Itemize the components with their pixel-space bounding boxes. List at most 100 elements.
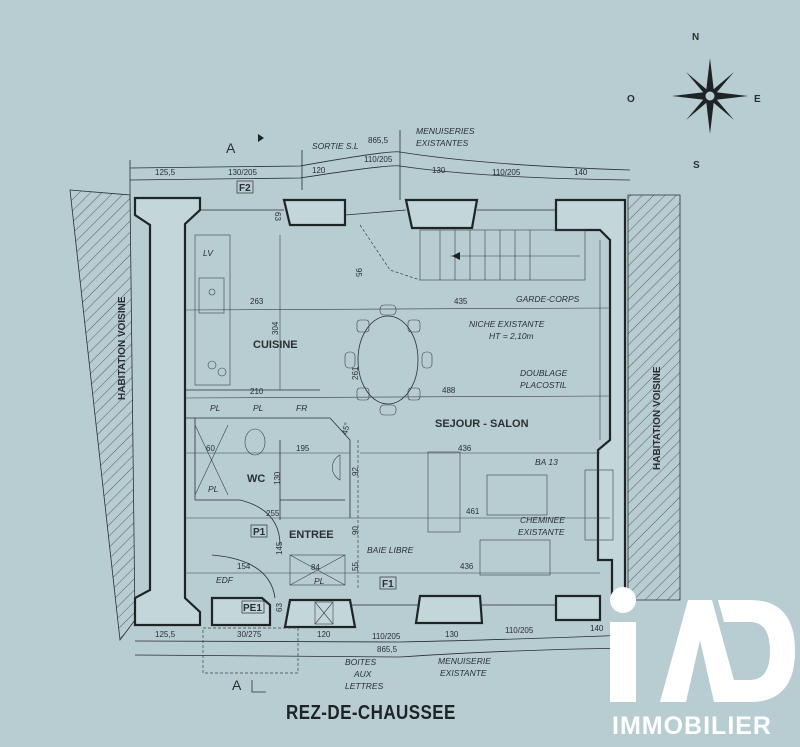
room-label-entrance: ENTREE (289, 529, 334, 541)
compass-north: N (692, 32, 699, 43)
neighbor-right-label: HABITATION VOISINE (652, 366, 663, 470)
sofas (427, 451, 614, 576)
dim-label: 84 (311, 563, 320, 572)
dim-total: 865,5 (377, 645, 398, 654)
opening-pe1: PE1 (243, 603, 262, 614)
dim-label: 130 (273, 471, 282, 485)
dim-label: 120 (312, 166, 326, 175)
annotation-garde-corps: GARDE-CORPS (516, 294, 580, 304)
fixture-lv: LV (203, 248, 214, 258)
neighbor-left-label: HABITATION VOISINE (117, 296, 128, 400)
opening-tag (236, 180, 254, 194)
fixture-pl: PL (314, 576, 325, 586)
neighbor-right (627, 194, 681, 601)
dim-label: 488 (442, 386, 456, 395)
dim-label: 195 (296, 444, 310, 453)
annotation-menuiserie: EXISTANTE (440, 668, 487, 678)
dim-label: 110/205 (492, 168, 521, 177)
annotation-doublage: PLACOSTIL (520, 380, 567, 390)
compass-east: E (754, 94, 761, 105)
dim-label: 90 (351, 526, 360, 535)
interior-dimension-lines (184, 235, 611, 574)
dim-label: 436 (460, 562, 474, 571)
annotation-boites: AUX (353, 669, 372, 679)
annotation-niche: NICHE EXISTANTE (469, 319, 545, 329)
opening-f1: F1 (382, 579, 394, 590)
wc-fixtures (194, 424, 346, 625)
dim-label: 145 (275, 541, 284, 555)
room-label-kitchen: CUISINE (253, 339, 298, 351)
dim-label: 92 (351, 467, 360, 476)
dim-label: 30/275 (237, 630, 262, 639)
dim-label: 125,5 (155, 168, 176, 177)
annotation-boites: LETTRES (345, 681, 384, 691)
dim-label: 304 (271, 321, 280, 335)
annotation-niche-height: HT = 2,10m (489, 331, 534, 341)
opening-tag (379, 576, 397, 590)
dim-label: 210 (250, 387, 264, 396)
annotation-doublage: DOUBLAGE (520, 368, 568, 378)
annotation-ba13: BA 13 (535, 457, 558, 467)
room-label-wc: WC (247, 473, 265, 485)
annotation-baie-libre: BAIE LIBRE (367, 545, 414, 555)
dim-label: 130/205 (228, 168, 257, 177)
compass-west: O (627, 94, 635, 105)
section-marker-bottom: A (232, 677, 242, 693)
fixture-pl: PL (210, 403, 221, 413)
dim-label: 140 (574, 168, 588, 177)
bottom-dimensions (134, 627, 631, 674)
section-marker-top: A (226, 140, 236, 156)
fixture-edf: EDF (216, 575, 234, 585)
dim-label: 263 (250, 297, 264, 306)
annotation-boites: BOITES (345, 657, 377, 667)
dim-label: 130 (445, 630, 459, 639)
iad-logo (610, 587, 795, 702)
annotation-menuiserie: MENUISERIE (438, 656, 491, 666)
dim-label: 60 (206, 444, 215, 453)
opening-f2: F2 (239, 183, 251, 194)
annotation-cheminee: EXISTANTE (518, 527, 565, 537)
fixture-pl: PL (253, 403, 264, 413)
fixture-pl: PL (208, 484, 219, 494)
dim-label: 255 (266, 509, 280, 518)
dim-label: 63 (275, 603, 284, 612)
dim-label: 110/205 (372, 632, 401, 641)
annotation-cheminee: CHEMINEE (520, 515, 565, 525)
opening-tag (241, 600, 265, 614)
dim-label: 63 (273, 212, 282, 221)
compass-rose-icon (672, 58, 748, 134)
dim-label: 55 (351, 562, 360, 571)
fixture-fr: FR (296, 403, 307, 413)
opening-tag (250, 524, 268, 538)
dim-label: 125,5 (155, 630, 176, 639)
dining-table (344, 304, 433, 416)
dim-label: 154 (237, 562, 251, 571)
dim-label: 436 (458, 444, 472, 453)
section-arrow-icon (258, 134, 264, 142)
dim-label: 110/205 (364, 155, 393, 164)
annotation-menuiseries: EXISTANTES (416, 138, 469, 148)
top-dimensions (129, 130, 631, 200)
neighbor-left (69, 189, 136, 642)
dim-label: 261 (351, 366, 360, 380)
compass-south: S (693, 160, 700, 171)
partitions (185, 224, 601, 599)
dim-label: 130 (432, 166, 446, 175)
walls (133, 196, 627, 629)
dim-total: 865,5 (368, 136, 389, 145)
dim-label: 95 (354, 268, 363, 277)
opening-p1: P1 (253, 527, 266, 538)
logo-subtitle: IMMOBILIER (612, 712, 772, 740)
dim-label: 110/205 (505, 626, 534, 635)
dim-label: 120 (317, 630, 331, 639)
dim-label: 435 (454, 297, 468, 306)
room-label-living: SEJOUR - SALON (435, 418, 529, 430)
annotation-sortie: SORTIE S.L (312, 141, 359, 151)
floor-title: REZ-DE-CHAUSSEE (286, 702, 456, 724)
annotation-menuiseries: MENUISERIES (416, 126, 475, 136)
section-arrow-icon (251, 680, 266, 693)
dim-label: 461 (466, 507, 480, 516)
dim-label: 45° (340, 421, 352, 435)
dim-label: 140 (590, 624, 604, 633)
